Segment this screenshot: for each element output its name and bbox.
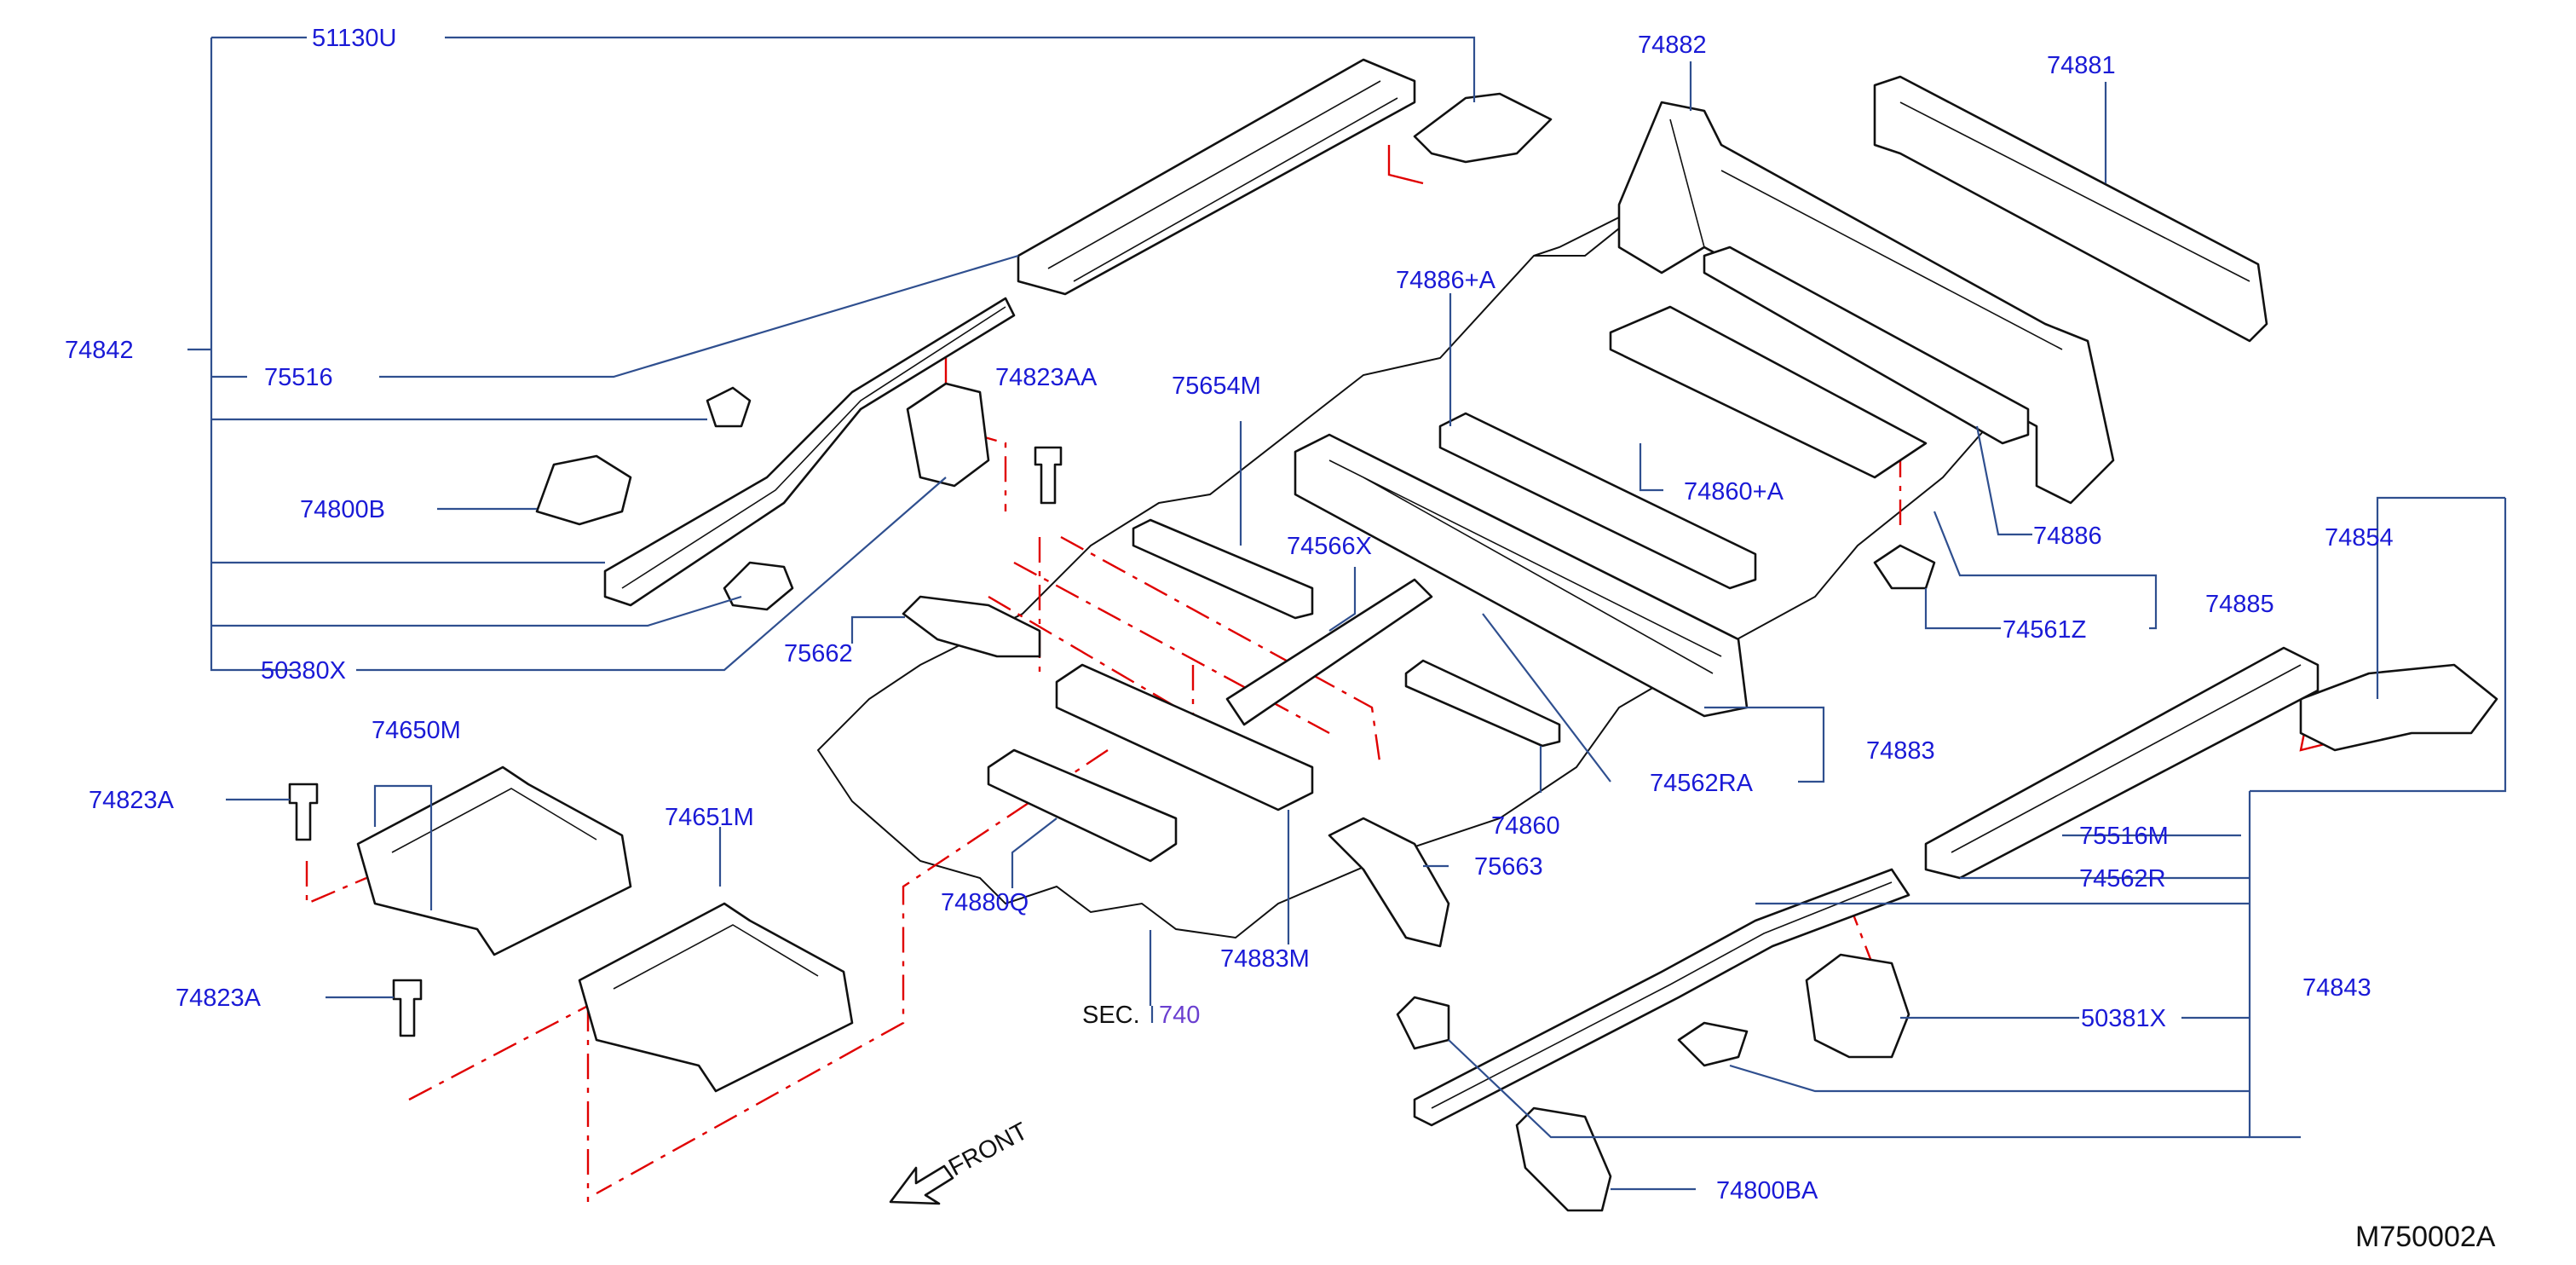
label-74651M: 74651M: [665, 804, 754, 831]
part-74886-floor-segment: [1609, 305, 1928, 479]
part-74860A-member: [1438, 412, 1757, 590]
label-74561Z: 74561Z: [2003, 616, 2086, 644]
label-74562R: 74562R: [2079, 865, 2166, 892]
part-74823AA-bolt: [1034, 446, 1063, 505]
label-74860A: 74860+A: [1684, 478, 1784, 505]
label-50380X: 50380X: [261, 657, 346, 684]
part-74800BA-bracket: [1515, 1106, 1612, 1212]
label-74883: 74883: [1866, 737, 1935, 765]
part-74842-small-bracket: [706, 386, 752, 428]
front-direction-arrow: FRONT: [889, 1118, 1033, 1205]
section-reference: SEC. 740: [1082, 1002, 1200, 1029]
label-74650M: 74650M: [372, 717, 461, 744]
section-number: 740: [1159, 1002, 1200, 1029]
label-75516M: 75516M: [2079, 823, 2169, 850]
part-50381X-bracket: [1805, 953, 1910, 1059]
part-50380X-bracket: [723, 561, 794, 611]
label-75662: 75662: [784, 640, 853, 667]
label-74566X: 74566X: [1287, 533, 1372, 560]
part-74800B-bracket: [535, 454, 632, 526]
front-label: FRONT: [944, 1118, 1032, 1181]
part-74566X-member: [1225, 578, 1433, 726]
part-74854-bracket: [2299, 663, 2498, 752]
label-50381X: 50381X: [2081, 1005, 2166, 1032]
diagram-code: M750002A: [2355, 1221, 2496, 1253]
leader-lines: [187, 36, 2507, 1191]
part-74883M-member: [1055, 663, 1314, 812]
part-74882-rear-member: [1617, 101, 2115, 505]
part-74843-plate: [1677, 1021, 1749, 1067]
label-74842: 74842: [65, 337, 134, 364]
part-74823AA-bracket: [906, 382, 990, 488]
part-74650M-crossmember: [356, 765, 632, 956]
label-74800BA: 74800BA: [1716, 1177, 1818, 1204]
label-75663: 75663: [1474, 853, 1543, 881]
label-74881: 74881: [2047, 52, 2116, 79]
label-74854: 74854: [2325, 524, 2394, 552]
part-74886-crossmember: [1703, 245, 2030, 445]
label-74800B: 74800B: [300, 496, 385, 523]
label-74823AA: 74823AA: [995, 364, 1098, 391]
part-75516M-member: [1924, 646, 2320, 880]
part-74842-front-side-member: [603, 297, 1016, 607]
label-74883M: 74883M: [1220, 945, 1310, 973]
label-74823A-2: 74823A: [176, 985, 262, 1012]
part-74561Z-bracket: [1873, 544, 1936, 590]
label-51130U: 51130U: [312, 25, 396, 52]
part-74843-small-bracket: [1396, 996, 1450, 1050]
label-74882: 74882: [1638, 32, 1707, 59]
part-74880Q-member: [987, 748, 1178, 863]
part-74881-rear-panel: [1873, 75, 2268, 343]
label-74886: 74886: [2033, 523, 2102, 550]
label-75516: 75516: [264, 364, 333, 391]
label-75654M: 75654M: [1172, 373, 1261, 400]
part-74651M-crossmember: [578, 902, 854, 1093]
part-labels: 51130U 74842 75516 74800B 50380X 74823AA…: [65, 25, 2394, 1204]
part-74823A-bolt-1: [288, 783, 319, 841]
label-74860: 74860: [1491, 812, 1560, 840]
label-74823A-1: 74823A: [89, 787, 175, 814]
label-74843: 74843: [2302, 974, 2371, 1002]
part-51130U-side-member: [1017, 58, 1416, 296]
part-74843-rear-side-member: [1413, 868, 1910, 1127]
part-74823A-bolt-2: [392, 979, 423, 1037]
label-74562RA: 74562RA: [1650, 770, 1754, 797]
part-51130U-bracket: [1413, 92, 1553, 164]
part-75662-bracket: [902, 595, 1041, 658]
part-75663-bracket: [1328, 817, 1450, 948]
part-74860-member: [1404, 659, 1561, 748]
label-74885: 74885: [2205, 591, 2274, 618]
label-74880Q: 74880Q: [941, 889, 1029, 916]
section-prefix: SEC.: [1082, 1002, 1140, 1029]
part-75654M-member: [1132, 518, 1314, 620]
label-74886A: 74886+A: [1396, 267, 1496, 294]
